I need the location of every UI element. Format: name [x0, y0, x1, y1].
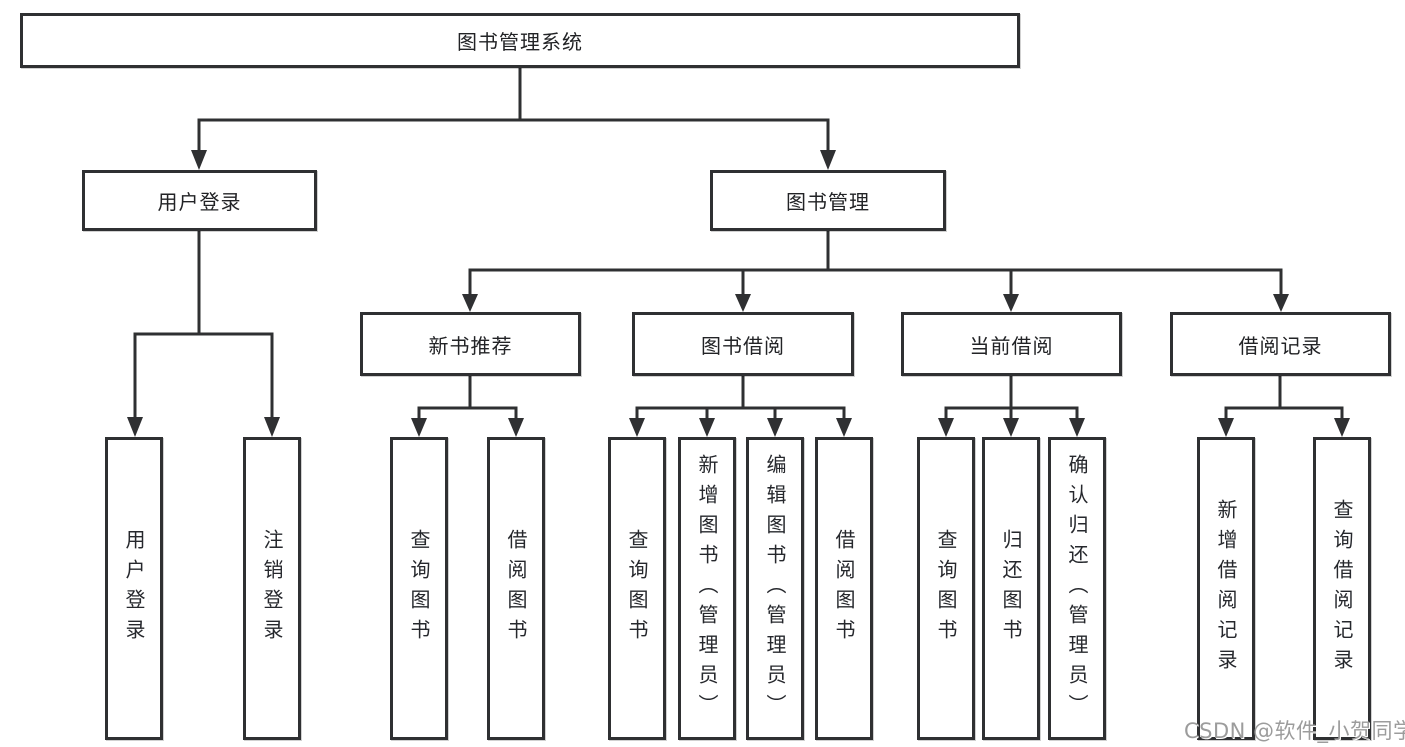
leaf-borrow-books: 借阅图书 [815, 437, 873, 740]
leaf-add-borrow-record: 新增借阅记录 [1197, 437, 1255, 740]
leaf-user-login: 用户登录 [105, 437, 163, 740]
node-book-borrowing: 图书借阅 [632, 312, 854, 376]
leaf-return-books: 归还图书 [982, 437, 1040, 740]
leaf-borrow-books-recommend: 借阅图书 [487, 437, 545, 740]
csdn-watermark: CSDN @软件_小贺同学 [1184, 719, 1405, 743]
leaf-add-books-admin: 新增图书（管理员） [678, 437, 736, 740]
leaf-confirm-return-admin: 确认归还（管理员） [1048, 437, 1106, 740]
leaf-edit-books-admin: 编辑图书（管理员） [746, 437, 804, 740]
leaf-query-books-borrow: 查询图书 [608, 437, 666, 740]
leaf-query-borrow-record: 查询借阅记录 [1313, 437, 1371, 740]
node-borrowing-records: 借阅记录 [1170, 312, 1391, 376]
node-book-management: 图书管理 [710, 170, 946, 231]
node-new-book-recommendation: 新书推荐 [360, 312, 581, 376]
leaf-logout: 注销登录 [243, 437, 301, 740]
connector-lines [133, 68, 1344, 420]
node-library-management-system: 图书管理系统 [20, 13, 1020, 68]
leaf-query-books-current: 查询图书 [917, 437, 975, 740]
leaf-query-books-recommend: 查询图书 [390, 437, 448, 740]
node-user-login: 用户登录 [82, 170, 317, 231]
node-current-borrowing: 当前借阅 [901, 312, 1122, 376]
